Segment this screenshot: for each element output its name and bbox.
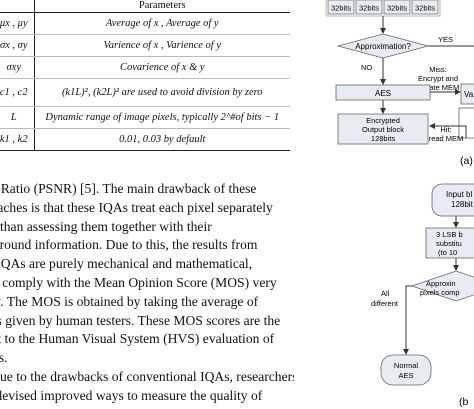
output-label: Encrypted bbox=[366, 116, 400, 125]
bit-block bbox=[411, 0, 439, 15]
row-description: 0.01, 0.03 by default bbox=[34, 128, 290, 151]
text-line: se Ratio (PSNR) [5]. The main drawback o… bbox=[0, 181, 257, 196]
table-row: L Dynamic range of image pixels, typical… bbox=[0, 106, 290, 129]
normal-aes-box bbox=[380, 354, 432, 386]
text-line: er than assessing them together with the… bbox=[0, 218, 212, 234]
flowchart-a: 32bits 32bits 32bits 32bits Approximatio… bbox=[325, 0, 474, 145]
encrypted-output-box bbox=[337, 113, 429, 145]
table-header: Parameters bbox=[34, 0, 290, 13]
bit-block bbox=[327, 0, 355, 15]
all-different-label: different bbox=[371, 299, 399, 308]
table-row: σxy Covarience of x & y bbox=[0, 56, 290, 79]
row-description: (k1L)², (k2L)² are used to avoid divisio… bbox=[34, 78, 290, 107]
text-line: h IQAs are purely mechanical and mathema… bbox=[0, 256, 253, 272]
decision-label: Approximation? bbox=[355, 42, 411, 51]
bit-block-label: 32bits bbox=[359, 4, 379, 13]
all-different-label: All bbox=[381, 289, 390, 298]
miss-label: Miss: bbox=[429, 65, 447, 74]
value-box-label: Va bbox=[464, 90, 474, 99]
hit-label: read MEM bbox=[429, 134, 464, 143]
row-symbol: μx , μy bbox=[0, 12, 35, 35]
lsb-label: substitu bbox=[436, 239, 462, 248]
yes-label: YES bbox=[438, 35, 453, 44]
row-description: Dynamic range of image pixels, typically… bbox=[34, 106, 290, 129]
text-line: e devised improved ways to measure the q… bbox=[0, 387, 263, 403]
text-line: ue to the drawbacks of conventional IQAs… bbox=[0, 368, 294, 384]
input-label: 128bit bbox=[451, 200, 474, 209]
input-block bbox=[431, 183, 474, 217]
decision-b-label: pixels comp bbox=[420, 288, 460, 297]
decision-b-label: Approxin bbox=[426, 279, 456, 288]
table-row: σx , σy Varience of x , Varience of y bbox=[0, 34, 290, 57]
lsb-label: 3 LSB b bbox=[436, 230, 463, 239]
aes-label: AES bbox=[375, 89, 391, 98]
text-line: ch comply with the Mean Opinion Score (M… bbox=[0, 274, 277, 290]
text-line: rly. The MOS is obtained by taking the a… bbox=[0, 293, 259, 309]
value-box bbox=[460, 83, 474, 105]
output-label: Output block bbox=[362, 125, 404, 134]
bit-block bbox=[355, 0, 383, 15]
row-description: Average of x , Average of y bbox=[34, 12, 290, 35]
row-symbol: k1 , k2 bbox=[0, 128, 35, 151]
hit-label: Hit: bbox=[440, 125, 451, 134]
lsb-substitution-box bbox=[425, 227, 474, 259]
bit-block-label: 32bits bbox=[387, 4, 407, 13]
figure-caption-b: (b bbox=[459, 396, 468, 408]
parameters-table: Parameters μx , μy Average of x , Averag… bbox=[0, 0, 290, 151]
input-label: Input bl bbox=[446, 190, 472, 199]
text-line: roaches is that these IQAs treat each pi… bbox=[0, 199, 273, 215]
no-label: NO bbox=[361, 63, 372, 72]
flowchart-b: Input bl 128bit 3 LSB b substitu (to 10 … bbox=[371, 183, 474, 386]
table-row: μx , μy Average of x , Average of y bbox=[0, 12, 290, 35]
approximation-decision bbox=[336, 33, 430, 59]
table-row: k1 , k2 0.01, 0.03 by default bbox=[0, 128, 290, 151]
text-line: res given by human testers. These MOS sc… bbox=[0, 312, 281, 328]
miss-label: Encrypt and bbox=[418, 74, 458, 83]
row-symbol: L bbox=[0, 106, 35, 129]
miss-label: update MEM bbox=[417, 83, 460, 92]
table-row: c1 , c2 (k1L)², (k2L)² are used to avoid… bbox=[0, 78, 290, 107]
bit-block-label: 32bits bbox=[331, 4, 351, 13]
row-symbol: σxy bbox=[0, 56, 35, 79]
aes-box bbox=[335, 84, 431, 101]
row-description: Covarience of x & y bbox=[34, 56, 290, 79]
row-symbol: c1 , c2 bbox=[0, 78, 35, 107]
lsb-label: (to 10 bbox=[438, 248, 457, 257]
normal-aes-label: AES bbox=[398, 371, 413, 380]
normal-aes-label: Normal bbox=[394, 361, 419, 370]
approximation-decision-b bbox=[410, 270, 474, 302]
text-line: kground information. Due to this, the re… bbox=[0, 237, 258, 253]
row-description: Varience of x , Varience of y bbox=[34, 34, 290, 57]
table-header-row: Parameters bbox=[0, 0, 290, 13]
output-label: 128bits bbox=[371, 134, 395, 143]
figure-caption-a: (a) bbox=[460, 155, 473, 167]
body-text: se Ratio (PSNR) [5]. The main drawback o… bbox=[0, 180, 294, 406]
bit-block bbox=[383, 0, 411, 15]
text-line: ges. bbox=[0, 350, 8, 366]
text-line: est to the Human Visual System (HVS) eva… bbox=[0, 331, 275, 347]
row-symbol: σx , σy bbox=[0, 34, 35, 57]
bit-block-label: 32bits bbox=[415, 4, 435, 13]
